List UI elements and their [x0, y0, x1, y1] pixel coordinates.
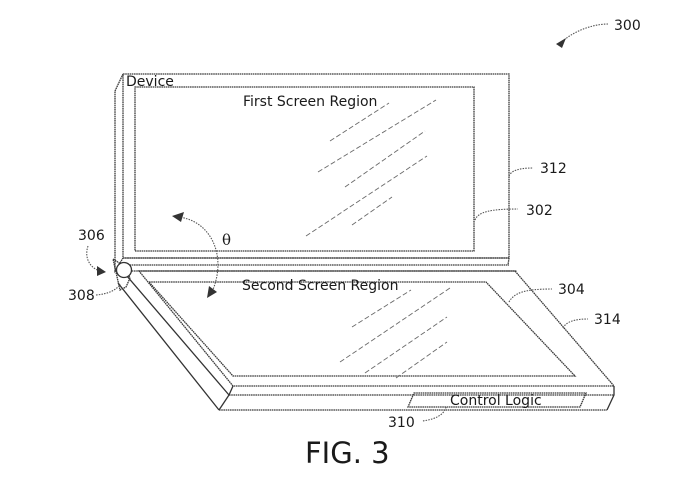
ref-312-group: 312: [508, 161, 567, 177]
arrow-icon: [97, 266, 106, 276]
ref-310: 310: [388, 415, 415, 431]
ref-302: 302: [526, 203, 553, 219]
arrow-down-icon: [207, 286, 217, 298]
theta-label: θ: [222, 231, 231, 249]
control-logic-block: Control Logic 310: [388, 392, 587, 431]
figure-reference-300: 300: [556, 18, 641, 48]
second-screen-label: Second Screen Region: [242, 278, 398, 294]
hinge-strip: [123, 264, 517, 272]
ref-306: 306: [78, 228, 105, 244]
ref-314: 314: [594, 312, 621, 328]
ref-314-group: 314: [562, 312, 621, 329]
ref-302-group: 302: [474, 203, 553, 221]
second-screen-region: [147, 281, 577, 377]
angle-indicator: θ: [172, 212, 231, 298]
first-screen-region: [134, 86, 475, 252]
second-screen-glare: [339, 287, 451, 379]
ref-306-group: 306: [78, 228, 106, 276]
ref-312: 312: [540, 161, 567, 177]
ref-304: 304: [558, 282, 585, 298]
ref-304-group: 304: [508, 282, 585, 303]
first-screen-glare: [305, 99, 437, 237]
ref-300: 300: [614, 18, 641, 34]
arrow-left-icon: [172, 212, 184, 222]
ref-308-group: 308: [68, 283, 121, 304]
first-screen-label: First Screen Region: [243, 94, 377, 110]
hinge-circle-icon: [115, 261, 133, 279]
ref-308: 308: [68, 288, 95, 304]
second-housing: [117, 270, 616, 411]
hinge-pivot: [112, 257, 133, 291]
arrow-icon: [556, 38, 566, 48]
control-logic-label: Control Logic: [450, 393, 542, 409]
figure-caption: FIG. 3: [305, 436, 390, 470]
device-label: Device: [126, 74, 174, 90]
first-housing: [114, 73, 510, 274]
